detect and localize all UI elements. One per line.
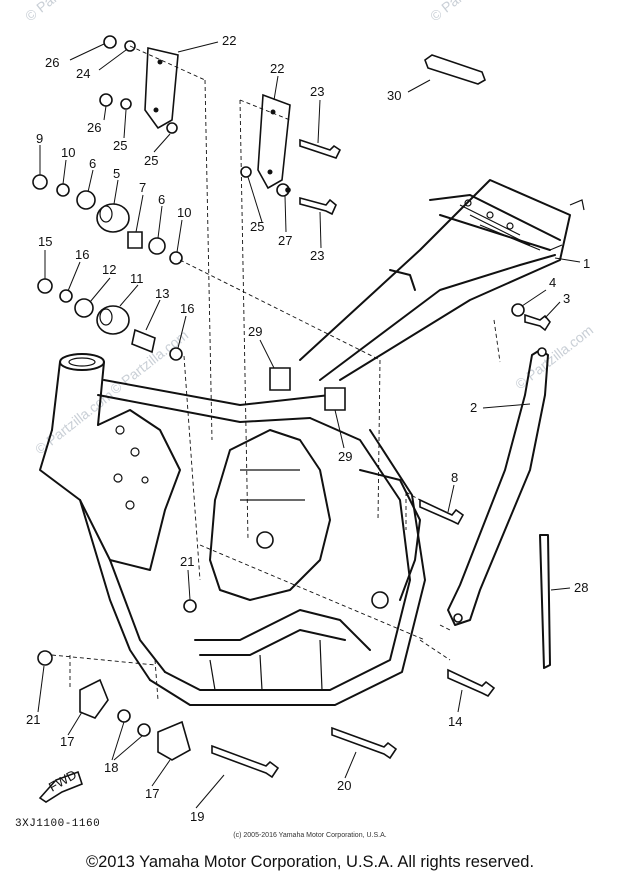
callout-21: 21 <box>180 554 194 569</box>
alignment-lines <box>51 45 501 701</box>
engine-bracket-upper <box>257 93 291 190</box>
callout-22: 22 <box>270 61 284 76</box>
cable-tie <box>539 534 551 669</box>
stay-mount-hole <box>537 347 547 357</box>
callout-15: 15 <box>38 234 52 249</box>
callout-1: 1 <box>583 256 590 271</box>
callout-29: 29 <box>248 324 262 339</box>
engine-bracket-upper <box>144 47 179 130</box>
callout-22: 22 <box>222 33 236 48</box>
callout-23: 23 <box>310 84 324 99</box>
callout-16: 16 <box>180 301 194 316</box>
callout-21: 21 <box>26 712 40 727</box>
callout-25: 25 <box>113 138 127 153</box>
watermark: © Partzilla.com <box>427 0 511 24</box>
callout-6: 6 <box>89 156 96 171</box>
callout-24: 24 <box>76 66 90 81</box>
callout-25: 25 <box>250 219 264 234</box>
callout-17: 17 <box>145 786 159 801</box>
callout-23: 23 <box>310 248 324 263</box>
watermark: © Partzilla.com <box>512 322 596 393</box>
callout-30: 30 <box>387 88 401 103</box>
callout-8: 8 <box>451 470 458 485</box>
rear-frame-stay <box>447 349 549 626</box>
callout-12: 12 <box>102 262 116 277</box>
fwd-arrow: FWD <box>38 767 83 803</box>
watermark: © Partzilla.com <box>22 0 106 24</box>
callout-7: 7 <box>139 180 146 195</box>
callout-11: 11 <box>130 271 144 286</box>
main-frame <box>39 179 585 706</box>
callout-6: 6 <box>158 192 165 207</box>
callout-numbers: 26 24 22 26 25 25 22 23 30 9 10 6 5 7 6 … <box>26 33 590 824</box>
callout-26: 26 <box>87 120 101 135</box>
callout-19: 19 <box>190 809 204 824</box>
callout-14: 14 <box>448 714 462 729</box>
stay-mount-hole <box>453 613 463 623</box>
hardware <box>32 35 551 779</box>
footer-copyright: ©2013 Yamaha Motor Corporation, U.S.A. A… <box>85 853 535 871</box>
diagram-code: 3XJ1100-1160 <box>15 818 101 830</box>
callout-27: 27 <box>278 233 292 248</box>
callout-28: 28 <box>574 580 588 595</box>
callout-9: 9 <box>36 131 43 146</box>
callout-16: 16 <box>75 247 89 262</box>
callout-17: 17 <box>60 734 74 749</box>
frame-strap <box>424 54 486 85</box>
callout-25: 25 <box>144 153 158 168</box>
callout-26: 26 <box>45 55 59 70</box>
callout-20: 20 <box>337 778 351 793</box>
callout-13: 13 <box>155 286 169 301</box>
callout-29: 29 <box>338 449 352 464</box>
callout-10: 10 <box>61 145 75 160</box>
leader-lines <box>37 41 581 809</box>
callout-18: 18 <box>104 760 118 775</box>
callout-5: 5 <box>113 166 120 181</box>
callout-4: 4 <box>549 275 556 290</box>
small-copyright: (c) 2005-2016 Yamaha Motor Corporation, … <box>233 832 387 839</box>
callout-3: 3 <box>563 291 570 306</box>
callout-2: 2 <box>470 400 477 415</box>
callout-10: 10 <box>177 205 191 220</box>
